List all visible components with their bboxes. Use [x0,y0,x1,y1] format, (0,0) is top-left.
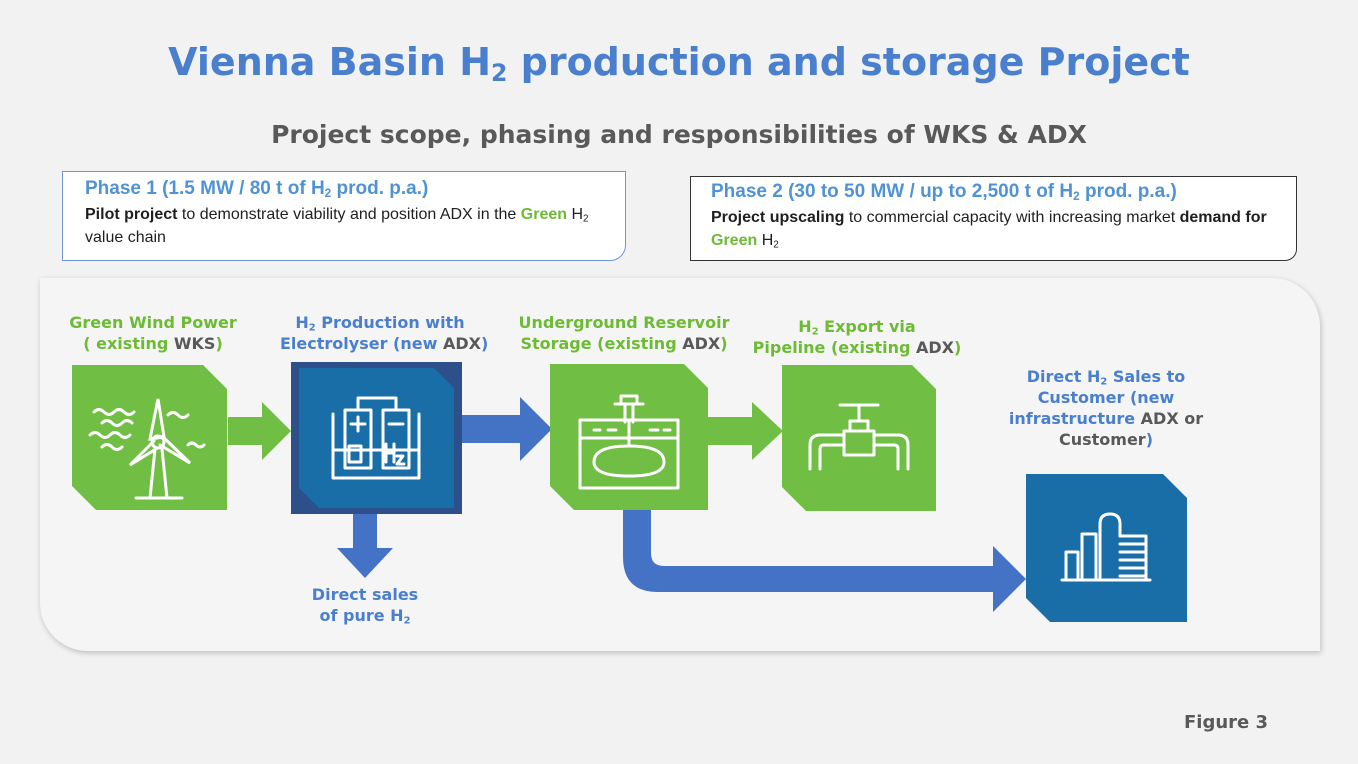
electrolyser-icon [291,362,462,514]
page-title: Vienna Basin H2 production and storage P… [0,40,1358,87]
page-subtitle: Project scope, phasing and responsibilit… [271,120,1087,149]
phase2-box: Phase 2 (30 to 50 MW / up to 2,500 t of … [690,176,1297,261]
wind-power-tile [72,365,227,510]
wind-power-label: Green Wind Power ( existing WKS) [69,313,237,353]
title-text-end: production and storage Project [507,40,1190,84]
arrow-wind-to-electrolyser [228,402,291,460]
customer-label: Direct H2 Sales to Customer (new infrast… [1008,367,1204,449]
figure-caption: Figure 3 [1184,712,1269,733]
arrow-storage-to-export [708,402,783,460]
pipeline-valve-icon [782,365,936,511]
phase1-heading: Phase 1 (1.5 MW / 80 t of H2 prod. p.a.) [85,178,429,200]
wind-turbine-icon [72,365,227,510]
title-subscript: 2 [491,58,508,87]
export-tile [782,365,936,511]
storage-label: Underground Reservoir Storage (existing … [518,313,730,353]
arrow-electrolyser-to-direct-sales [337,490,393,578]
electrolyser-label: H2 Production with Electrolyser (new ADX… [280,313,489,353]
phase1-description: Pilot project to demonstrate viability a… [85,206,589,246]
phase1-box: Phase 1 (1.5 MW / 80 t of H2 prod. p.a.)… [62,171,626,261]
customer-tile [1026,474,1187,622]
industrial-plant-icon [1026,474,1187,622]
export-label: H2 Export via Pipeline (existing ADX) [752,317,962,357]
title-text: Vienna Basin H [168,40,492,84]
direct-sales-label: Direct sales of pure H2 [311,585,419,627]
phase2-description: Project upscaling to commercial capacity… [711,209,1267,251]
electrolyser-tile [291,362,462,514]
storage-tile [550,364,708,510]
arrow-storage-to-customer [623,490,1026,612]
arrow-electrolyser-to-storage [462,397,552,461]
phase2-heading: Phase 2 (30 to 50 MW / up to 2,500 t of … [711,181,1177,203]
underground-storage-icon [550,364,708,510]
